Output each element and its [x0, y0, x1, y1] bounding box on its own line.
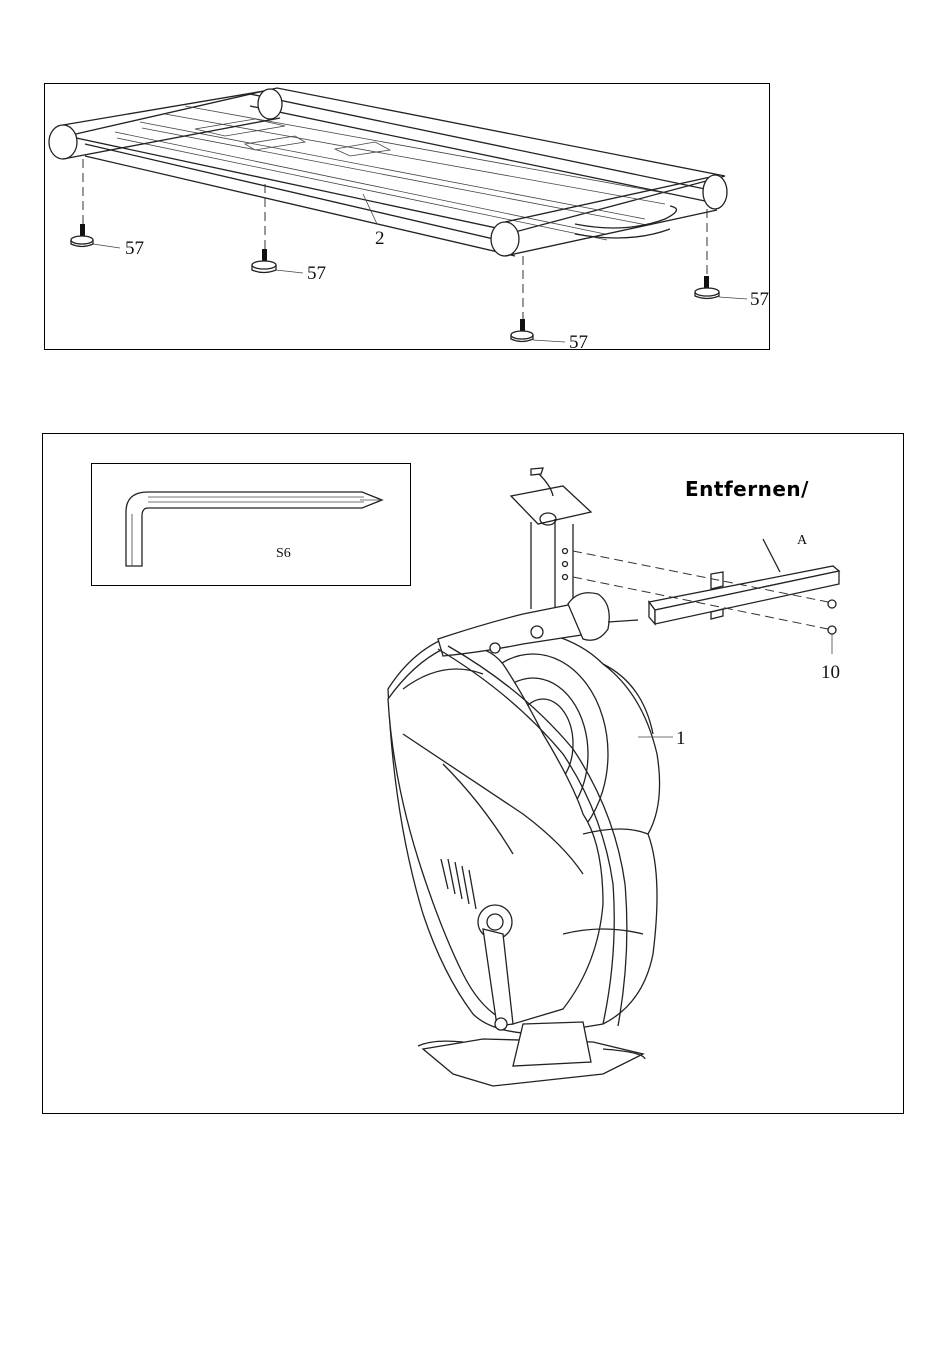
- base-frame-drawing: 57 57 57 57 2: [45, 84, 771, 351]
- base-stand: [418, 1022, 645, 1086]
- screws-10: 10: [821, 600, 840, 683]
- foot-3: [511, 319, 533, 342]
- frame-label: 2: [375, 228, 385, 249]
- foot-label-3: 57: [569, 332, 588, 353]
- part-a-label: A: [797, 533, 808, 548]
- remove-heading: Entfernen/: [685, 477, 809, 501]
- screws-label: 10: [821, 662, 840, 683]
- foot-4: [695, 276, 719, 299]
- main-housing: [388, 593, 660, 1034]
- foot-2: [252, 249, 276, 273]
- hex-key-label: S6: [276, 546, 291, 561]
- main-body-panel: Entfernen/ A: [42, 433, 904, 1114]
- part-a-bar: A: [649, 533, 839, 624]
- main-part-label: 1: [676, 728, 686, 749]
- frame-rails: [67, 88, 725, 256]
- foot-label-1: 57: [125, 238, 144, 259]
- base-frame-panel: 57 57 57 57 2: [44, 83, 770, 350]
- foot-1: [71, 224, 93, 247]
- foot-label-2: 57: [307, 263, 326, 284]
- hex-key-drawing: S6: [92, 464, 412, 587]
- foot-label-4: 57: [750, 289, 769, 310]
- hex-key-box: S6: [91, 463, 411, 586]
